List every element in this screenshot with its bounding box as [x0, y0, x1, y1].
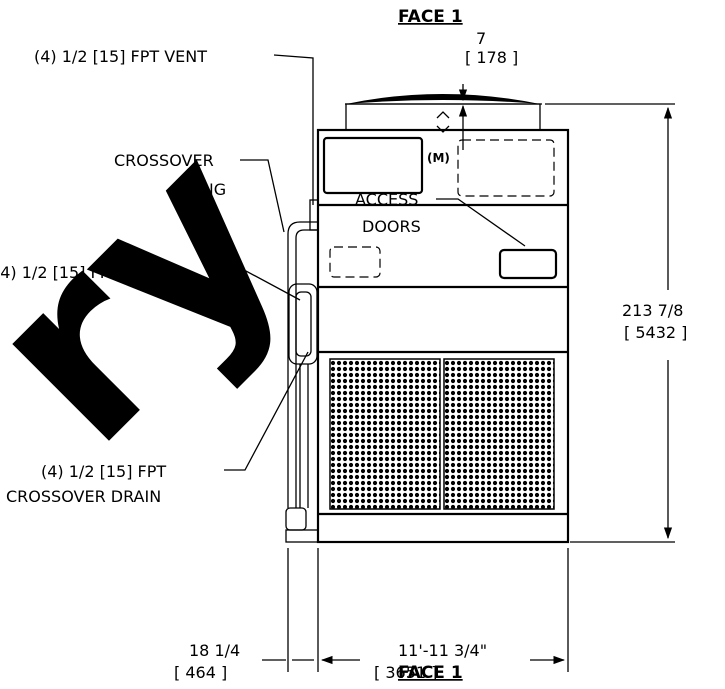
dim-height-mm: [ 5432 ] — [624, 323, 687, 342]
unit-body — [316, 128, 570, 544]
callout-drain-line2: CROSSOVER DRAIN — [6, 487, 161, 506]
mid-right-access-door — [498, 248, 558, 280]
dimension-height — [545, 103, 675, 543]
air-inlet-louver-right — [443, 358, 555, 510]
dim-height-inches: 213 7/8 — [622, 301, 683, 320]
dim-side-inches: 18 1/4 — [189, 641, 240, 660]
dim-width-inches: 11'-11 3/4" — [398, 641, 487, 660]
callout-crossover-line2: PIPING — [173, 180, 226, 199]
face-title-bottom: FACE 1 — [398, 663, 463, 683]
air-inlet-louver-left — [329, 358, 441, 510]
dimension-bottom — [262, 548, 569, 672]
dim-side-mm: [ 464 ] — [174, 663, 227, 682]
mid-left-access-door — [329, 246, 381, 278]
callout-drain-line1: (4) 1/2 [15] FPT — [41, 462, 166, 481]
crossover-piping — [285, 199, 319, 543]
callout-access-line1: ACCESS — [355, 190, 418, 209]
callout-vent-top: (4) 1/2 [15] FPT VENT — [34, 47, 207, 66]
top-left-panel — [322, 136, 424, 195]
face-title-top: FACE 1 — [398, 7, 463, 27]
manufacturer-logo: (M) — [427, 151, 450, 165]
dim-top-inches: 7 — [476, 29, 486, 48]
callout-crossover-line1: CROSSOVER — [114, 151, 214, 170]
fan-cowl — [345, 94, 542, 133]
top-right-access-door — [457, 139, 555, 197]
dim-width-mm: [ 3651 ] — [374, 663, 437, 682]
callout-vent-mid: (4) 1/2 [15] FPT VENT — [0, 263, 167, 282]
callout-access-line2: DOORS — [362, 217, 421, 236]
dim-top-mm: [ 178 ] — [465, 48, 518, 67]
